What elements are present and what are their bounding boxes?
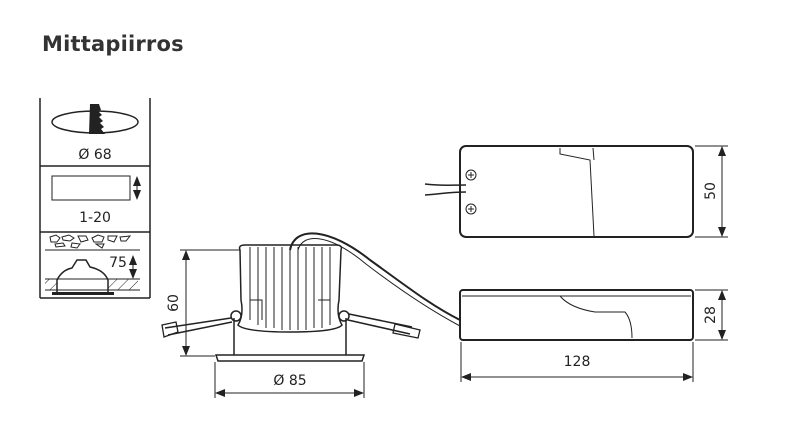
driver-width-dimension bbox=[695, 145, 728, 238]
ceiling-thickness-icon bbox=[51, 175, 141, 201]
installation-panel: Ø 68 1-20 75 bbox=[39, 98, 151, 299]
luminaire-height-label: 60 bbox=[166, 294, 182, 312]
driver-height-dimension bbox=[695, 289, 728, 341]
recess-depth-label: 75 bbox=[109, 255, 127, 271]
driver-top-view bbox=[424, 145, 694, 238]
ceiling-thickness-label: 1-20 bbox=[79, 210, 111, 226]
driver-height-label: 28 bbox=[703, 306, 719, 324]
luminaire-height-dimension bbox=[180, 249, 240, 357]
cutout-saw-icon bbox=[51, 104, 139, 134]
recess-depth-icon bbox=[45, 234, 140, 295]
driver-length-label: 128 bbox=[564, 354, 591, 370]
page-title: Mittapiirros bbox=[42, 32, 184, 56]
luminaire-diameter-label: Ø 85 bbox=[273, 373, 306, 389]
driver-width-label: 50 bbox=[703, 182, 719, 200]
driver-side-view bbox=[459, 289, 694, 341]
driver-length-dimension bbox=[460, 342, 694, 382]
downlight-side-view bbox=[161, 232, 461, 362]
cutout-diameter-label: Ø 68 bbox=[78, 147, 111, 163]
luminaire-diameter-dimension bbox=[214, 362, 365, 398]
